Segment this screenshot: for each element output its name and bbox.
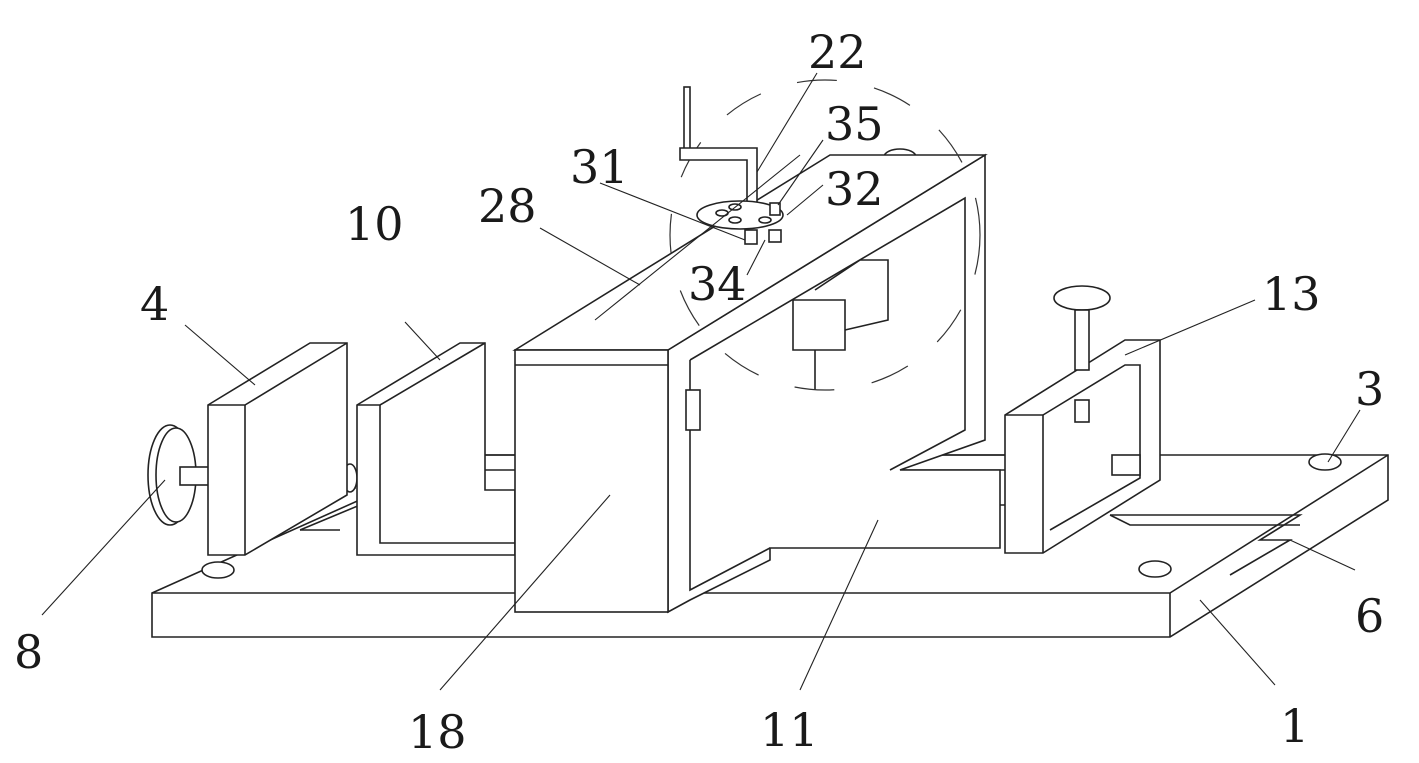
label-31: 31 xyxy=(570,140,629,194)
label-6: 6 xyxy=(1355,589,1384,643)
label-28: 28 xyxy=(478,179,537,233)
label-13: 13 xyxy=(1262,267,1321,321)
label-18: 18 xyxy=(408,705,467,759)
movable-jaw xyxy=(357,343,515,555)
label-35: 35 xyxy=(825,97,884,151)
label-22: 22 xyxy=(808,25,867,79)
label-4: 4 xyxy=(140,277,169,331)
label-32: 32 xyxy=(825,162,884,216)
label-3: 3 xyxy=(1355,362,1384,416)
label-11: 11 xyxy=(760,703,819,757)
handwheel xyxy=(148,425,212,525)
label-1: 1 xyxy=(1280,699,1309,753)
label-8: 8 xyxy=(14,625,43,679)
label-34: 34 xyxy=(688,257,747,311)
label-10: 10 xyxy=(345,197,404,251)
